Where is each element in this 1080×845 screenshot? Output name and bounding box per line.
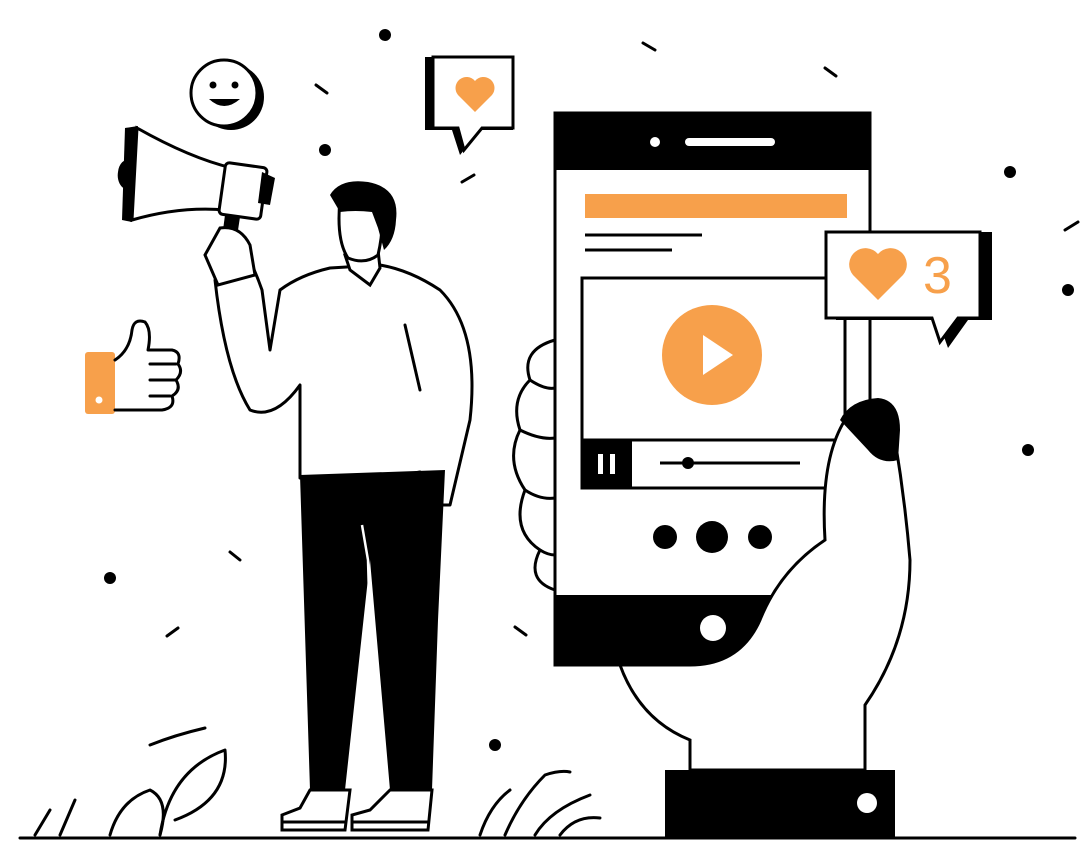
home-button[interactable]: [700, 615, 726, 641]
smiley-icon: [189, 58, 264, 130]
pause-icon: [598, 454, 615, 474]
pagination-dots: [653, 521, 772, 553]
decorative-dashes: [165, 41, 1080, 638]
man-figure: [203, 181, 474, 832]
pause-button[interactable]: [582, 440, 632, 488]
small-like-bubble: [425, 55, 515, 155]
plant-middle: [478, 769, 602, 837]
like-count: 3: [923, 247, 952, 305]
hand-thumb-palm: [617, 398, 912, 838]
wrist-cuff: [665, 770, 895, 838]
megaphone-icon: [117, 125, 275, 270]
heart-icon: [849, 248, 907, 300]
hand-fingers: [512, 338, 557, 593]
like-count-bubble: 3: [824, 230, 992, 348]
thumbs-up-icon: [85, 319, 183, 414]
progress-handle[interactable]: [682, 457, 694, 469]
play-icon: [703, 335, 733, 375]
decorative-dots: [104, 29, 1074, 751]
video-player[interactable]: [580, 276, 847, 490]
plant-left: [33, 726, 227, 837]
heart-icon: [455, 76, 495, 112]
headline-bar: [585, 194, 847, 218]
